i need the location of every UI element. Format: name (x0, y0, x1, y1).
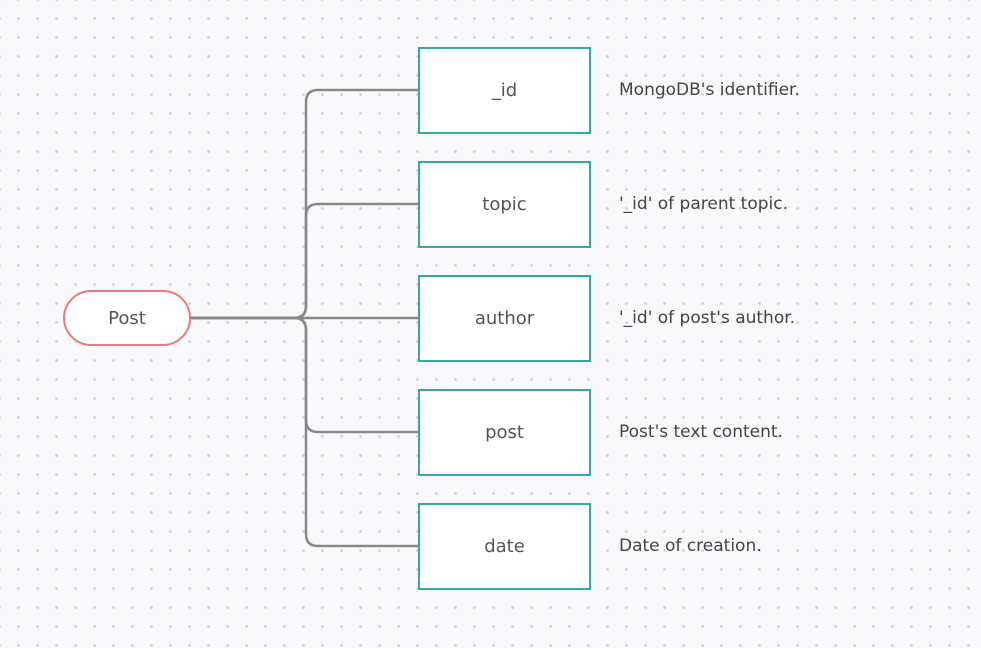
field-node-id[interactable]: _id (418, 47, 591, 134)
field-node-post[interactable]: post (418, 389, 591, 476)
field-description-id: MongoDB's identifier. (619, 80, 800, 100)
field-node-label: _id (491, 80, 518, 101)
field-node-topic[interactable]: topic (418, 161, 591, 248)
connector-field-date (189, 316, 420, 548)
field-node-label: topic (482, 194, 527, 215)
field-node-label: post (485, 422, 524, 443)
root-node-post[interactable]: Post (63, 290, 191, 346)
root-node-label: Post (108, 307, 146, 329)
field-node-label: author (474, 308, 535, 329)
field-description-post: Post's text content. (619, 422, 783, 442)
connector-field-post (189, 316, 420, 434)
field-description-author: '_id' of post's author. (619, 308, 796, 328)
field-description-date: Date of creation. (619, 536, 762, 556)
field-description-topic: '_id' of parent topic. (619, 194, 789, 214)
connector-field-topic (189, 202, 420, 320)
field-node-label: date (484, 536, 525, 557)
field-node-author[interactable]: author (418, 275, 591, 362)
field-node-date[interactable]: date (418, 503, 591, 590)
